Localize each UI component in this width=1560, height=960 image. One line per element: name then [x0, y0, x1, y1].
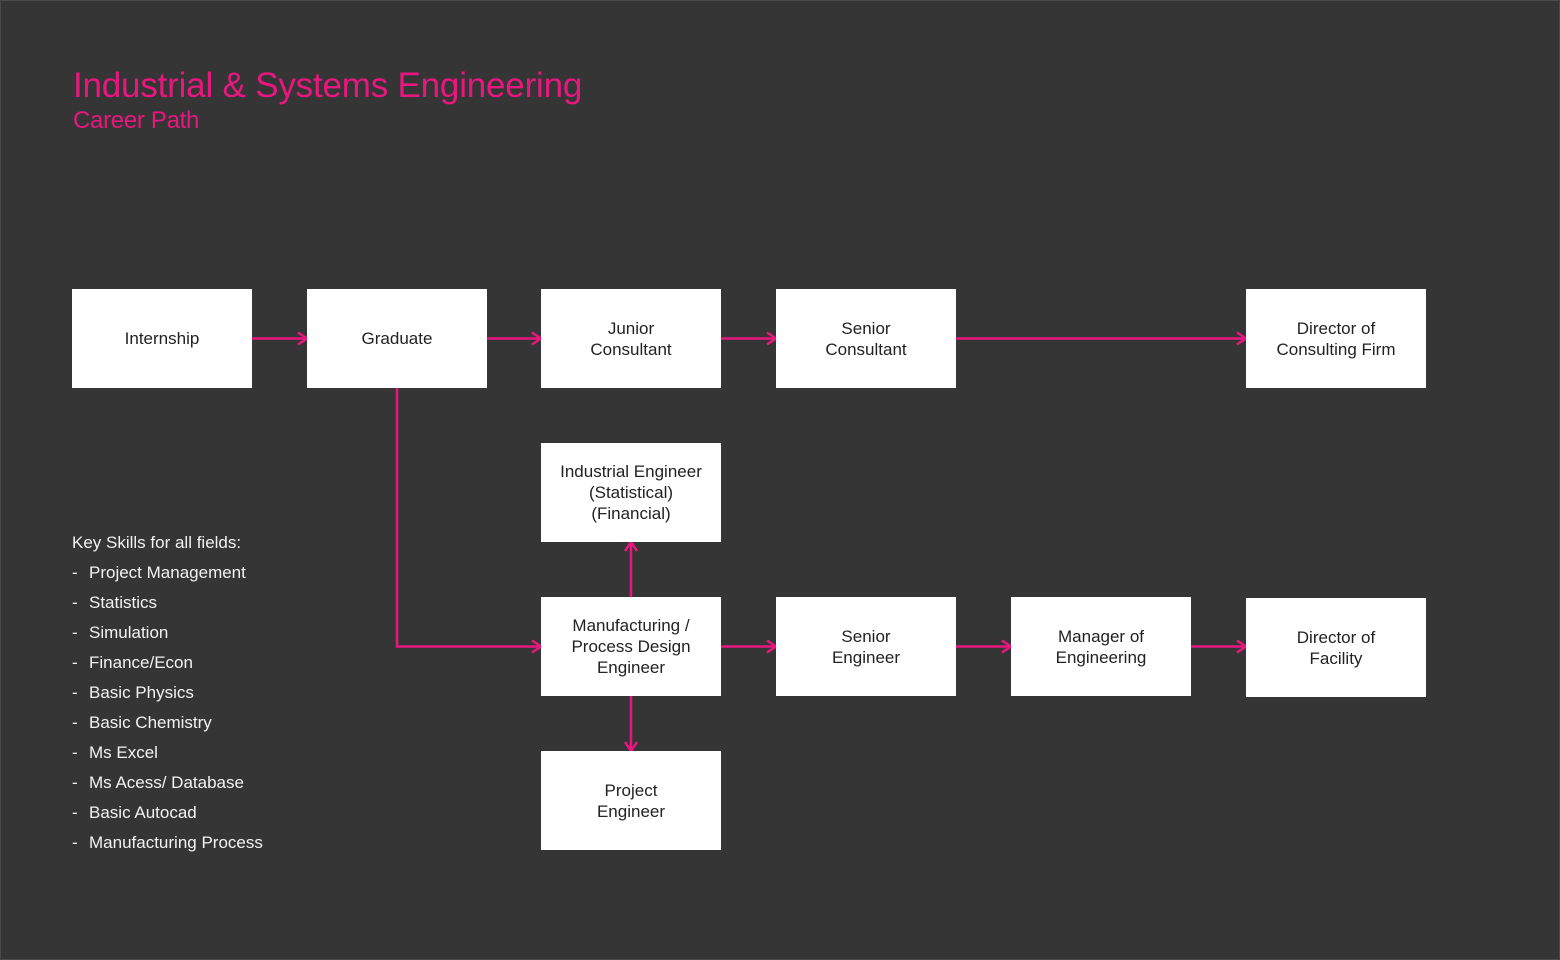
skill-item: -Basic Autocad [72, 800, 263, 830]
skill-label: Ms Excel [89, 743, 158, 762]
bullet-dash: - [72, 743, 78, 762]
node-internship[interactable]: Internship [72, 289, 252, 388]
skill-label: Ms Acess/ Database [89, 773, 244, 792]
node-manufacturing-process-design-engineer[interactable]: Manufacturing / Process Design Engineer [541, 597, 721, 696]
node-director-consulting-firm[interactable]: Director of Consulting Firm [1246, 289, 1426, 388]
bullet-dash: - [72, 683, 78, 702]
bullet-dash: - [72, 593, 78, 612]
skill-label: Project Management [89, 563, 246, 582]
key-skills-panel: Key Skills for all fields: -Project Mana… [72, 530, 263, 860]
skill-label: Simulation [89, 623, 169, 642]
skill-item: -Finance/Econ [72, 650, 263, 680]
skill-item: -Basic Physics [72, 680, 263, 710]
skill-item: -Ms Acess/ Database [72, 770, 263, 800]
node-senior-consultant[interactable]: Senior Consultant [776, 289, 956, 388]
bullet-dash: - [72, 653, 78, 672]
skill-item: -Project Management [72, 560, 263, 590]
key-skills-heading: Key Skills for all fields: [72, 533, 242, 552]
node-industrial-engineer[interactable]: Industrial Engineer (Statistical) (Finan… [541, 443, 721, 542]
skill-label: Finance/Econ [89, 653, 193, 672]
skill-item: -Manufacturing Process [72, 830, 263, 860]
node-junior-consultant[interactable]: Junior Consultant [541, 289, 721, 388]
skill-label: Basic Autocad [89, 803, 197, 822]
diagram-subtitle: Career Path [73, 107, 200, 134]
bullet-dash: - [72, 773, 78, 792]
skill-item: -Ms Excel [72, 740, 263, 770]
bullet-dash: - [72, 713, 78, 732]
node-senior-engineer[interactable]: Senior Engineer [776, 597, 956, 696]
node-project-engineer[interactable]: Project Engineer [541, 751, 721, 850]
skill-item: -Statistics [72, 590, 263, 620]
skill-item: -Simulation [72, 620, 263, 650]
diagram-title: Industrial & Systems Engineering [73, 66, 583, 105]
skill-item: -Basic Chemistry [72, 710, 263, 740]
skill-label: Statistics [89, 593, 158, 612]
skill-label: Basic Physics [89, 683, 194, 702]
bullet-dash: - [72, 833, 78, 852]
bullet-dash: - [72, 563, 78, 582]
key-skills-list: -Project Management -Statistics -Simulat… [72, 560, 263, 860]
node-director-of-facility[interactable]: Director of Facility [1246, 598, 1426, 697]
node-graduate[interactable]: Graduate [307, 289, 487, 388]
bullet-dash: - [72, 803, 78, 822]
skill-label: Manufacturing Process [89, 833, 263, 852]
bullet-dash: - [72, 623, 78, 642]
node-manager-of-engineering[interactable]: Manager of Engineering [1011, 597, 1191, 696]
skill-label: Basic Chemistry [89, 713, 212, 732]
